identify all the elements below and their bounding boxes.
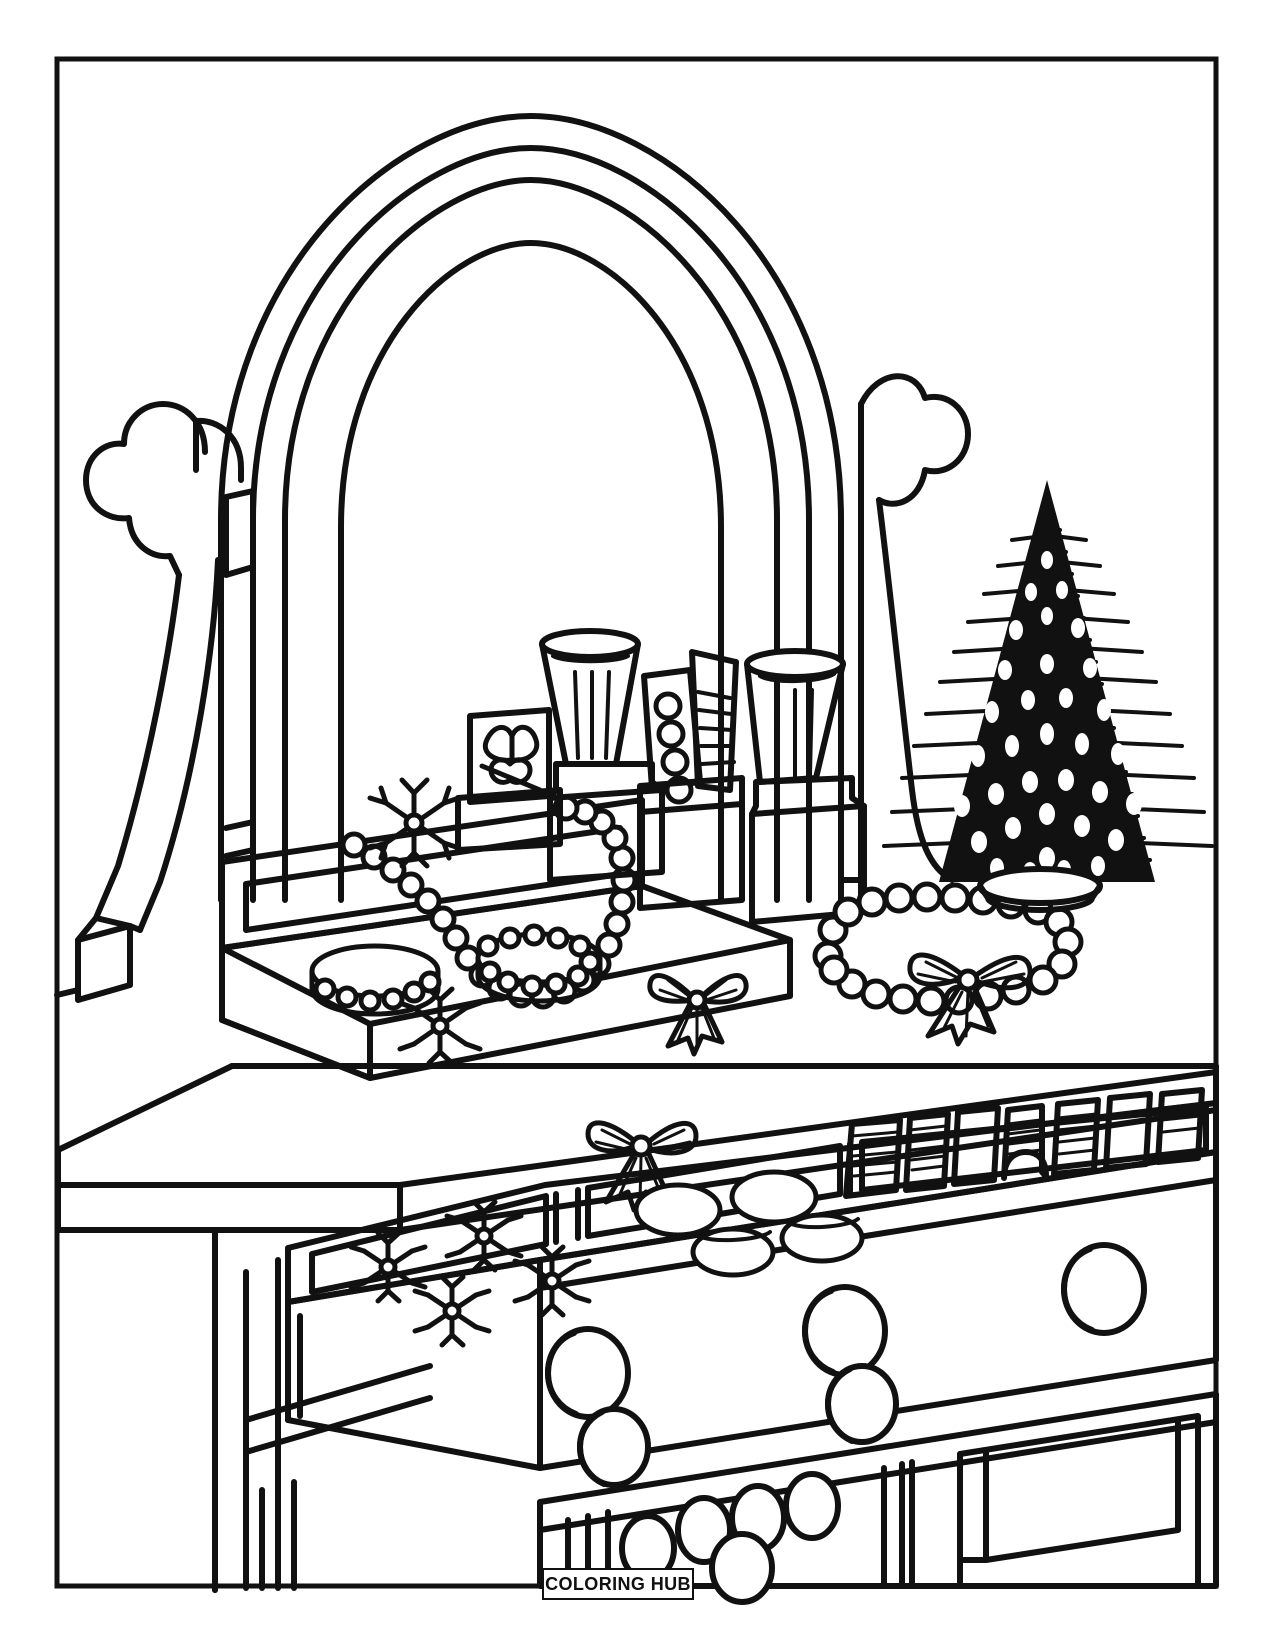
bead-strand-bottom (619, 1471, 841, 1605)
bow-tray (647, 973, 749, 1057)
makeup-tubes (843, 1087, 1205, 1199)
lower-drawer-panel (537, 1391, 1219, 1589)
drawer-knob-right (1061, 1242, 1147, 1336)
bracelet-right (475, 923, 603, 1004)
mirror-post-right (838, 373, 971, 903)
eyeshadow-pans (633, 1169, 865, 1278)
brush-holder (637, 649, 745, 911)
cosmetic-jar-small (455, 707, 563, 853)
lower-frame-rails (243, 1257, 433, 1591)
pearl-necklace-table (812, 881, 1084, 1017)
bow-necklace (907, 952, 1033, 1047)
snowflake-tray-a (367, 777, 462, 869)
snowflakes-drawer (348, 1199, 592, 1348)
drawer-knob-center (802, 1284, 888, 1378)
bead-accent-upper (577, 1363, 899, 1488)
watermark-label: COLORING HUB (545, 1573, 691, 1594)
perfume-bottle-right (744, 648, 867, 925)
christmas-tree (882, 480, 1214, 914)
arched-mirror (218, 113, 844, 903)
bracelet-left (309, 943, 442, 1017)
mirror-post-left (54, 401, 256, 1003)
table-leg-left (55, 1227, 218, 1593)
drawer-knob-left (545, 1326, 631, 1420)
watermark-badge: COLORING HUB (542, 1568, 694, 1600)
